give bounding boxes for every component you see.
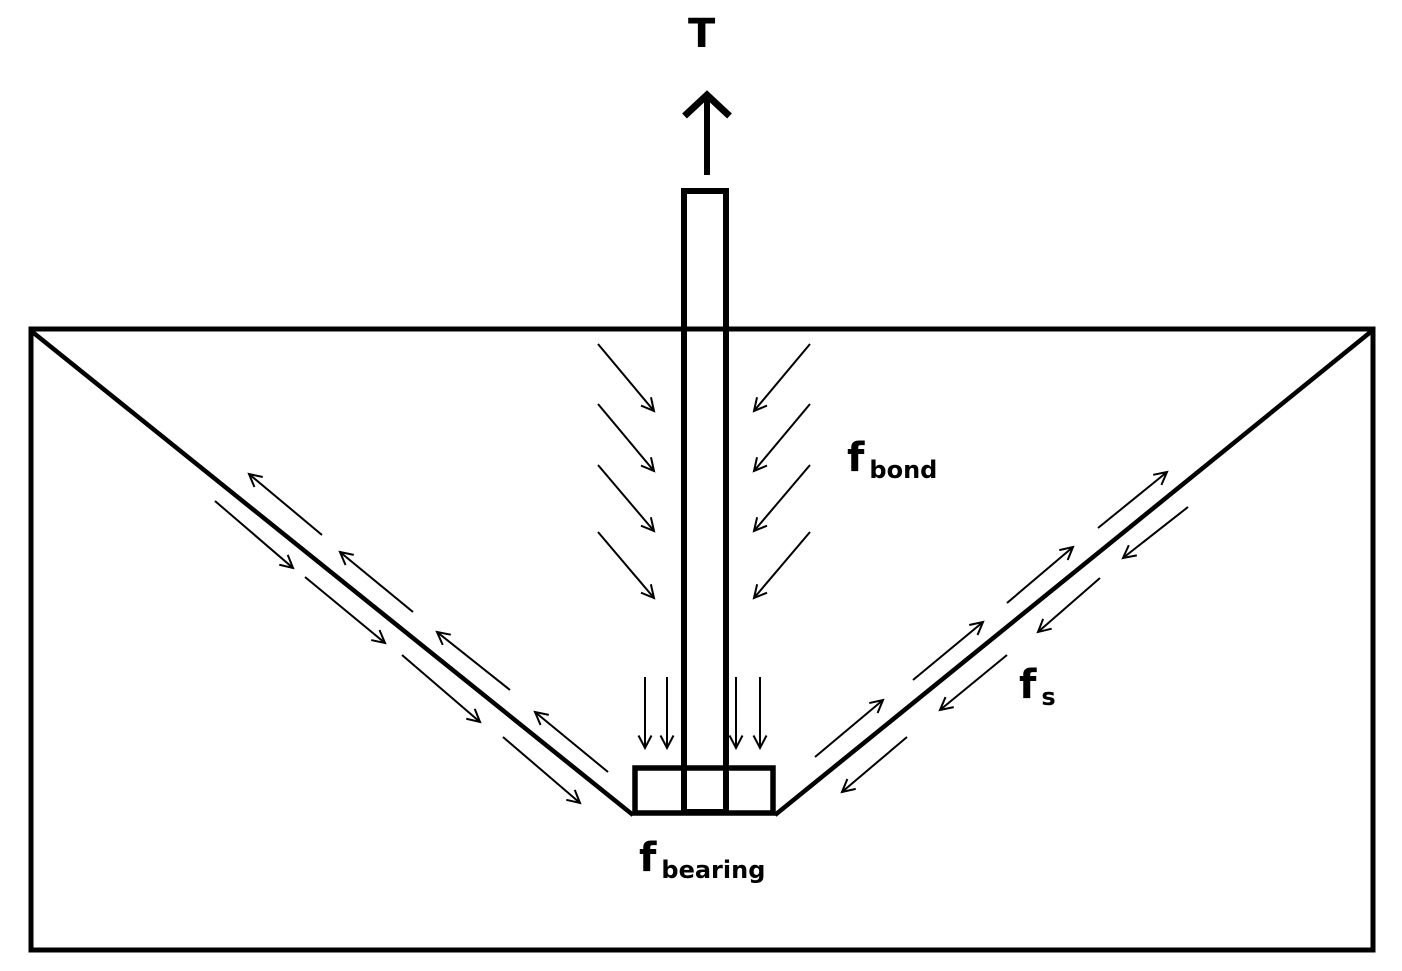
bond-arrow-right-2	[752, 403, 811, 473]
bond-stress-subscript: bond	[869, 456, 938, 484]
shear-arrow-left-up-4	[533, 710, 609, 773]
shear-arrow-right-down-4	[1121, 506, 1189, 560]
bond-arrow-right-3	[752, 464, 811, 533]
shear-arrow-right-up-1	[814, 698, 885, 758]
tension-force-symbol: T	[688, 11, 716, 57]
shear-arrow-right-down-2	[938, 654, 1008, 712]
shear-arrow-right-down-1	[840, 736, 908, 794]
bond-arrow-left-4	[597, 531, 656, 600]
shear-arrow-left-up-3	[435, 630, 511, 691]
shear-arrow-left-down-4	[502, 736, 582, 805]
bond-arrow-left-1	[597, 343, 656, 413]
shear-arrow-left-down-1	[214, 500, 295, 570]
anchor-bolt	[681, 188, 729, 815]
shear-arrow-left-down-3	[401, 654, 482, 724]
bond-arrow-right-4	[752, 531, 811, 600]
shear-arrow-left-up-1	[247, 472, 323, 536]
shear-stress-subscript: s	[1041, 683, 1056, 711]
tension-force-label: T	[688, 8, 715, 54]
bearing-plate	[632, 765, 776, 816]
bearing-stress-subscript: bearing	[661, 856, 766, 884]
shear-arrow-right-up-3	[1006, 545, 1075, 604]
concrete-block	[28, 326, 1376, 953]
bond-arrow-right-1	[752, 343, 811, 413]
failure-cone-line-left	[28, 328, 635, 817]
bearing-stress-symbol: f	[639, 835, 657, 881]
failure-cone-line-right	[773, 328, 1375, 817]
shear-arrow-right-up-4	[1097, 470, 1169, 529]
shear-arrow-left-down-2	[304, 576, 387, 645]
shear-arrow-left-up-2	[338, 550, 414, 613]
bond-stress-symbol: f	[847, 435, 865, 481]
bond-arrow-left-3	[597, 464, 656, 533]
shear-stress-symbol: f	[1019, 662, 1037, 708]
shear-arrow-right-up-2	[912, 620, 985, 681]
bond-arrow-left-2	[597, 403, 656, 473]
shear-arrow-right-down-3	[1036, 577, 1101, 634]
